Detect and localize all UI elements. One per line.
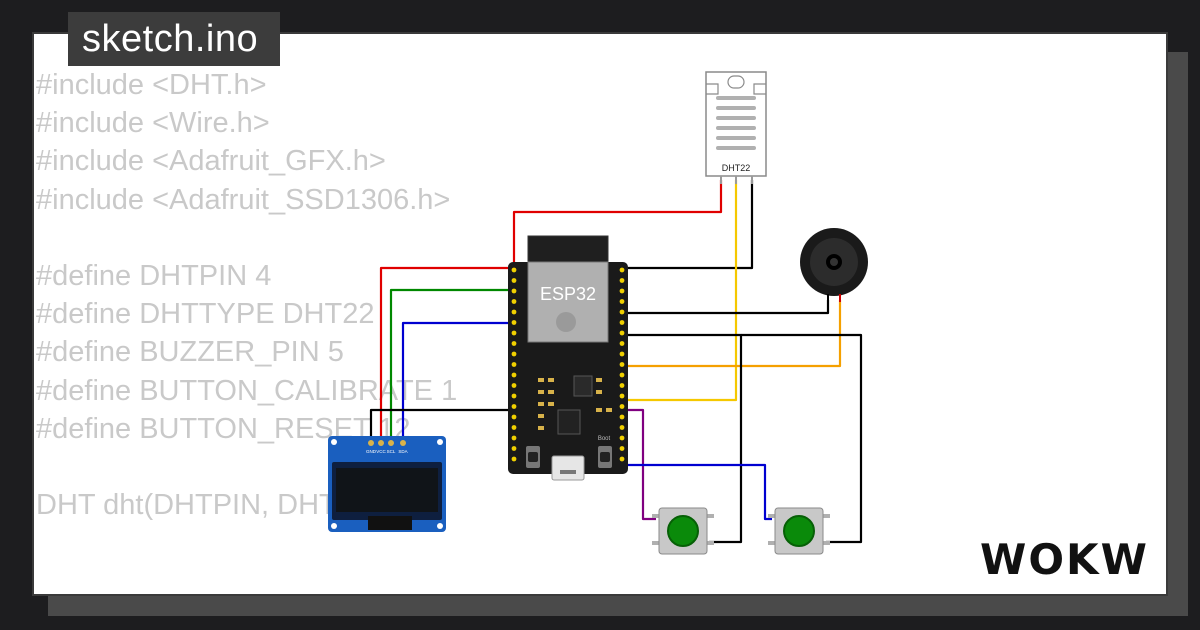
code-line: #include <Wire.h>	[36, 107, 270, 140]
wire-orange-buzzer	[624, 300, 842, 368]
oled-pin-vcc: VCC	[376, 449, 386, 454]
esp32-pin	[619, 330, 625, 336]
esp32-pin	[619, 383, 625, 388]
esp32-board[interactable]: ESP32 Boot	[508, 235, 628, 481]
wokwi-logo: WOKWi	[980, 535, 1152, 584]
wire-red-dht-vcc	[512, 180, 723, 268]
esp32-pin	[511, 362, 517, 367]
esp32-pin	[511, 393, 517, 399]
esp32-pin	[619, 309, 625, 315]
boot-label: Boot	[598, 436, 611, 442]
esp32-pin	[619, 372, 625, 378]
esp32-pin	[619, 320, 625, 325]
oled-pin-gnd: GND	[366, 449, 377, 454]
esp32-pin	[619, 299, 625, 304]
oled-pin-scl: SCL	[387, 449, 396, 454]
oled-pin-sda: SDA	[398, 449, 407, 454]
esp32-pin	[511, 383, 517, 388]
esp32-pin	[511, 425, 517, 430]
esp32-pin	[619, 288, 625, 294]
esp32-pin	[511, 341, 517, 346]
dht22-sensor[interactable]: DHT22	[705, 71, 767, 184]
esp32-pin	[511, 404, 517, 409]
pushbutton-reset[interactable]	[768, 507, 830, 555]
esp32-pin	[619, 351, 625, 357]
esp32-pin	[511, 372, 517, 378]
wire-red-oled-vcc	[379, 266, 514, 440]
code-line: #define DHTPIN 4	[36, 259, 272, 292]
code-line: #include <DHT.h>	[36, 69, 267, 101]
esp32-pin	[619, 404, 625, 409]
esp32-pin	[511, 330, 517, 336]
esp32-pin	[511, 456, 517, 462]
wire-black-button1	[624, 333, 743, 544]
pushbutton-calibrate[interactable]	[652, 507, 714, 555]
code-line: #define BUZZER_PIN 5	[36, 336, 344, 369]
oled-display[interactable]: GND VCC SCL SDA	[328, 436, 446, 532]
esp32-pin	[511, 435, 517, 441]
wire-blue-button2	[624, 463, 772, 521]
esp32-pin	[511, 309, 517, 315]
file-tab-sketch[interactable]: sketch.ino	[68, 12, 281, 66]
esp32-pin	[619, 362, 625, 367]
esp32-pin	[619, 414, 625, 420]
esp32-pin	[619, 435, 625, 441]
wokwi-logo-text: WOKWi	[980, 535, 1152, 584]
wire-black-dht-gnd	[624, 180, 754, 270]
wire-black-oled-gnd	[369, 408, 514, 440]
code-preview: #include <DHT.h> #include <Wire.h> #includ…	[36, 66, 457, 524]
esp32-pin	[619, 393, 625, 399]
esp32-pin	[511, 299, 517, 304]
wire-yellow-dht-data	[624, 180, 738, 402]
code-line: #include <Adafruit_SSD1306.h>	[36, 183, 451, 216]
esp32-label: ESP32	[540, 284, 596, 304]
esp32-pin	[619, 456, 625, 462]
esp32-pin	[619, 278, 625, 283]
esp32-pin	[511, 351, 517, 357]
wire-black-buzzer-gnd	[624, 300, 830, 315]
esp32-pin	[511, 288, 517, 294]
esp32-pin	[511, 414, 517, 420]
esp32-pin	[619, 446, 625, 451]
code-line: #define BUTTON_CALIBRATE 1	[36, 374, 458, 407]
esp32-pin	[511, 267, 517, 273]
esp32-pin	[511, 320, 517, 325]
code-line: #define DHTTYPE DHT22	[36, 298, 375, 331]
buzzer[interactable]	[800, 228, 868, 302]
esp32-pin	[619, 341, 625, 346]
dht-label: DHT22	[722, 163, 751, 173]
esp32-pin	[511, 446, 517, 451]
esp32-pin	[511, 278, 517, 283]
code-line: #include <Adafruit_GFX.h>	[36, 145, 386, 178]
wire-black-button2	[741, 333, 863, 544]
esp32-pin	[619, 425, 625, 430]
esp32-pin	[619, 267, 625, 273]
